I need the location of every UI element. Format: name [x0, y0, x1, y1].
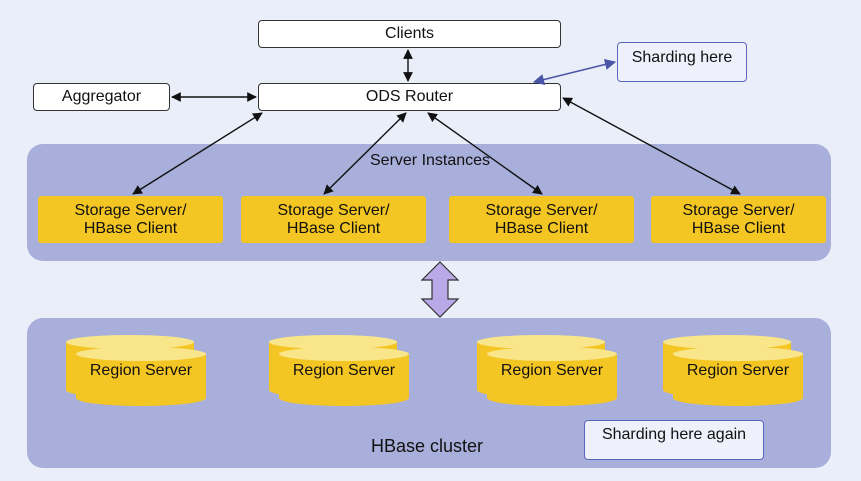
storage-server-1: Storage Server/ HBase Client [38, 196, 223, 243]
region-server-label: Region Server [686, 362, 790, 379]
storage-server-label-line2: HBase Client [286, 219, 381, 237]
server-instances-title: Server Instances [370, 152, 491, 169]
storage-server-4: Storage Server/ HBase Client [651, 196, 826, 243]
sharding-here-again-note: Sharding here again [584, 420, 764, 460]
hbase-cluster-title: HBase cluster [371, 436, 484, 456]
database-cylinder-icon [663, 335, 803, 406]
sharding-note-pointer [532, 58, 617, 86]
region-server-3: Region Server [477, 334, 617, 406]
storage-server-2: Storage Server/ HBase Client [241, 196, 426, 243]
storage-server-label-line1: Storage Server/ [485, 201, 598, 219]
storage-server-3: Storage Server/ HBase Client [449, 196, 634, 243]
region-server-label: Region Server [292, 362, 396, 379]
ods-router-node: ODS Router [258, 83, 561, 111]
clients-node: Clients [258, 20, 561, 48]
region-server-label: Region Server [500, 362, 604, 379]
storage-server-label-line1: Storage Server/ [682, 201, 795, 219]
storage-server-label-line1: Storage Server/ [277, 201, 390, 219]
database-cylinder-icon [66, 335, 206, 406]
region-server-4: Region Server [663, 334, 803, 406]
region-server-2: Region Server [269, 334, 409, 406]
aggregator-node: Aggregator [33, 83, 170, 111]
storage-server-label-line2: HBase Client [691, 219, 786, 237]
double-arrow-icon [420, 261, 460, 318]
region-server-label: Region Server [89, 362, 193, 379]
database-cylinder-icon [477, 335, 617, 406]
database-cylinder-icon [269, 335, 409, 406]
storage-server-label-line2: HBase Client [494, 219, 589, 237]
region-server-1: Region Server [66, 334, 206, 406]
storage-server-label-line2: HBase Client [83, 219, 178, 237]
sharding-here-note: Sharding here [617, 42, 747, 82]
storage-server-label-line1: Storage Server/ [74, 201, 187, 219]
